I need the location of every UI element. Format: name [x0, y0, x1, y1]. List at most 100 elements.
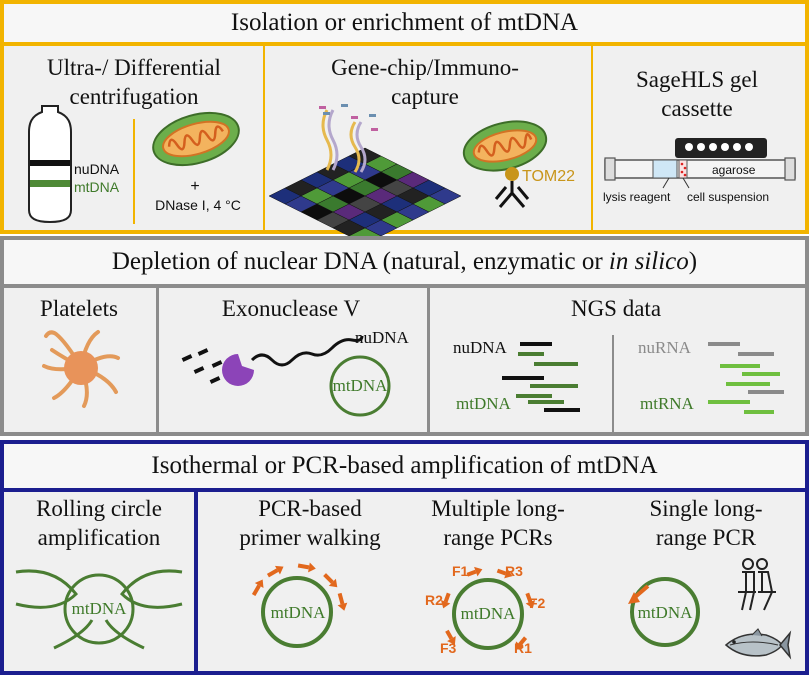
single-mtdna-circle [630, 577, 700, 647]
cell-suspension-label: cell suspension [687, 190, 770, 204]
probe-mark [371, 128, 378, 131]
rca-diagram [15, 569, 183, 650]
primer-walking-diagram [251, 562, 348, 648]
depletion-title-italic: in silico [608, 248, 689, 275]
dna-strand [355, 121, 367, 173]
ngs-dna-reads [502, 342, 580, 412]
ngs-nudna-label: nuDNA [453, 338, 507, 357]
primer-r1-label: R1 [514, 640, 532, 656]
primer-f3-label: F3 [440, 640, 457, 656]
single-mtdna-label: mtDNA [637, 603, 693, 622]
platelet-icon [42, 330, 120, 408]
multi-pcr-diagram [440, 566, 536, 650]
amplification-divider [194, 492, 198, 671]
sagehls-title-line1: SageHLS gel [635, 67, 758, 92]
rca-mtdna-circle [63, 573, 135, 645]
walk-primer-arrow [297, 562, 316, 573]
walk-mtdna-label: mtDNA [270, 603, 326, 622]
multi-primer-arrow [496, 568, 513, 579]
depletion-divider-1 [156, 288, 159, 432]
primer-f1-label: F1 [452, 563, 469, 579]
multi-primer-arrow [440, 592, 451, 609]
walk-title-line1: PCR-based [258, 496, 362, 521]
ngs-mtdna-label: mtDNA [456, 394, 511, 413]
isolation-divider-1 [263, 46, 265, 230]
platelets-title: Platelets [40, 296, 118, 321]
walk-primer-arrow [323, 573, 338, 588]
multi-primer-arrow [515, 636, 528, 650]
isolation-title: Isolation or enrichment of mtDNA [230, 9, 579, 36]
amplification-header: Isothermal or PCR-based amplification of… [4, 444, 805, 492]
mitochondrion-icon [152, 111, 240, 167]
plus-sign: + [190, 178, 200, 195]
fish-icon [724, 628, 792, 660]
ngs-inner-divider [612, 335, 614, 433]
walk-primer-arrow [251, 579, 264, 597]
dnase-label: DNase I, 4 °C [155, 197, 241, 213]
ngs-title: NGS data [570, 296, 662, 321]
primer-r3-label: R3 [505, 563, 523, 579]
genechip-title-line2: capture [391, 84, 459, 109]
probe-mark [323, 112, 330, 115]
centrifuge-tube-icon [28, 105, 72, 224]
ngs-mtrna-label: mtRNA [640, 394, 694, 413]
probe-mark [369, 114, 376, 117]
isolation-divider-2 [591, 46, 593, 230]
single-title-line1: Single long- [649, 496, 763, 521]
multi-title-line2: range PCRs [443, 525, 553, 550]
centrifugation-title-line1: Ultra-/ Differential [47, 55, 221, 80]
ngs-nurna-label: nuRNA [638, 338, 691, 357]
tom22-label: TOM22 [522, 168, 576, 185]
single-primer-arrow [628, 584, 650, 604]
probe-mark [341, 104, 348, 107]
dna-strand [349, 121, 361, 173]
single-title-line2: range PCR [655, 525, 757, 550]
rca-title-line2: amplification [37, 525, 161, 550]
multi-primer-arrow [466, 566, 483, 577]
primer-r2-label: R2 [425, 592, 443, 608]
depletion-divider-2 [427, 288, 430, 432]
amplification-section: Isothermal or PCR-based amplification of… [0, 440, 809, 675]
tube-mtdna-label: mtDNA [74, 179, 120, 195]
probe-mark [351, 116, 358, 119]
dna-strand [327, 109, 339, 171]
depletion-header: Depletion of nuclear DNA (natural, enzym… [4, 240, 805, 288]
centrifugation-title-line2: centrifugation [69, 84, 199, 109]
agarose-label: agarose [712, 163, 756, 177]
exonuclease-icon [181, 335, 391, 417]
gel-cassette-icon [604, 138, 796, 189]
exonuclease-mtdna-circle [329, 355, 391, 417]
walk-title-line2: primer walking [239, 525, 381, 550]
probe-mark [319, 106, 326, 109]
multi-mtdna-circle [452, 578, 524, 650]
gene-chip-icon [268, 104, 462, 245]
ngs-rna-reads [708, 342, 784, 414]
genechip-title-line1: Gene-chip/Immuno- [331, 55, 519, 80]
multi-primer-arrow [525, 592, 536, 609]
tom22-bead-icon [505, 167, 519, 181]
multi-primer-arrow [445, 629, 456, 645]
single-pcr-diagram [628, 577, 700, 647]
multi-title-line1: Multiple long- [431, 496, 565, 521]
centrifugation-inner-divider [133, 119, 135, 224]
nudna-band [30, 160, 70, 166]
antibody-icon [494, 167, 530, 208]
exonuclease-mtdna-label: mtDNA [332, 376, 388, 395]
lysis-reagent-label: lysis reagent [603, 190, 671, 204]
tube-nudna-label: nuDNA [74, 161, 120, 177]
amplification-title: Isothermal or PCR-based amplification of… [151, 452, 658, 479]
sagehls-title-line2: cassette [661, 96, 733, 121]
exonuclease-nudna-label: nuDNA [355, 328, 409, 347]
depletion-section: Depletion of nuclear DNA (natural, enzym… [0, 236, 809, 436]
walk-primer-arrow [337, 592, 348, 611]
mtdna-band [30, 180, 70, 187]
primer-f2-label: F2 [529, 595, 546, 611]
walk-primer-arrow [266, 565, 284, 578]
rca-title-line1: Rolling circle [36, 496, 162, 521]
rca-mtdna-label: mtDNA [71, 599, 127, 618]
isolation-header: Isolation or enrichment of mtDNA [4, 4, 805, 46]
dna-strand [321, 109, 333, 171]
exonuclease-title: Exonuclease V [221, 296, 361, 321]
human-figure-icon [738, 558, 776, 611]
multi-mtdna-label: mtDNA [460, 604, 516, 623]
